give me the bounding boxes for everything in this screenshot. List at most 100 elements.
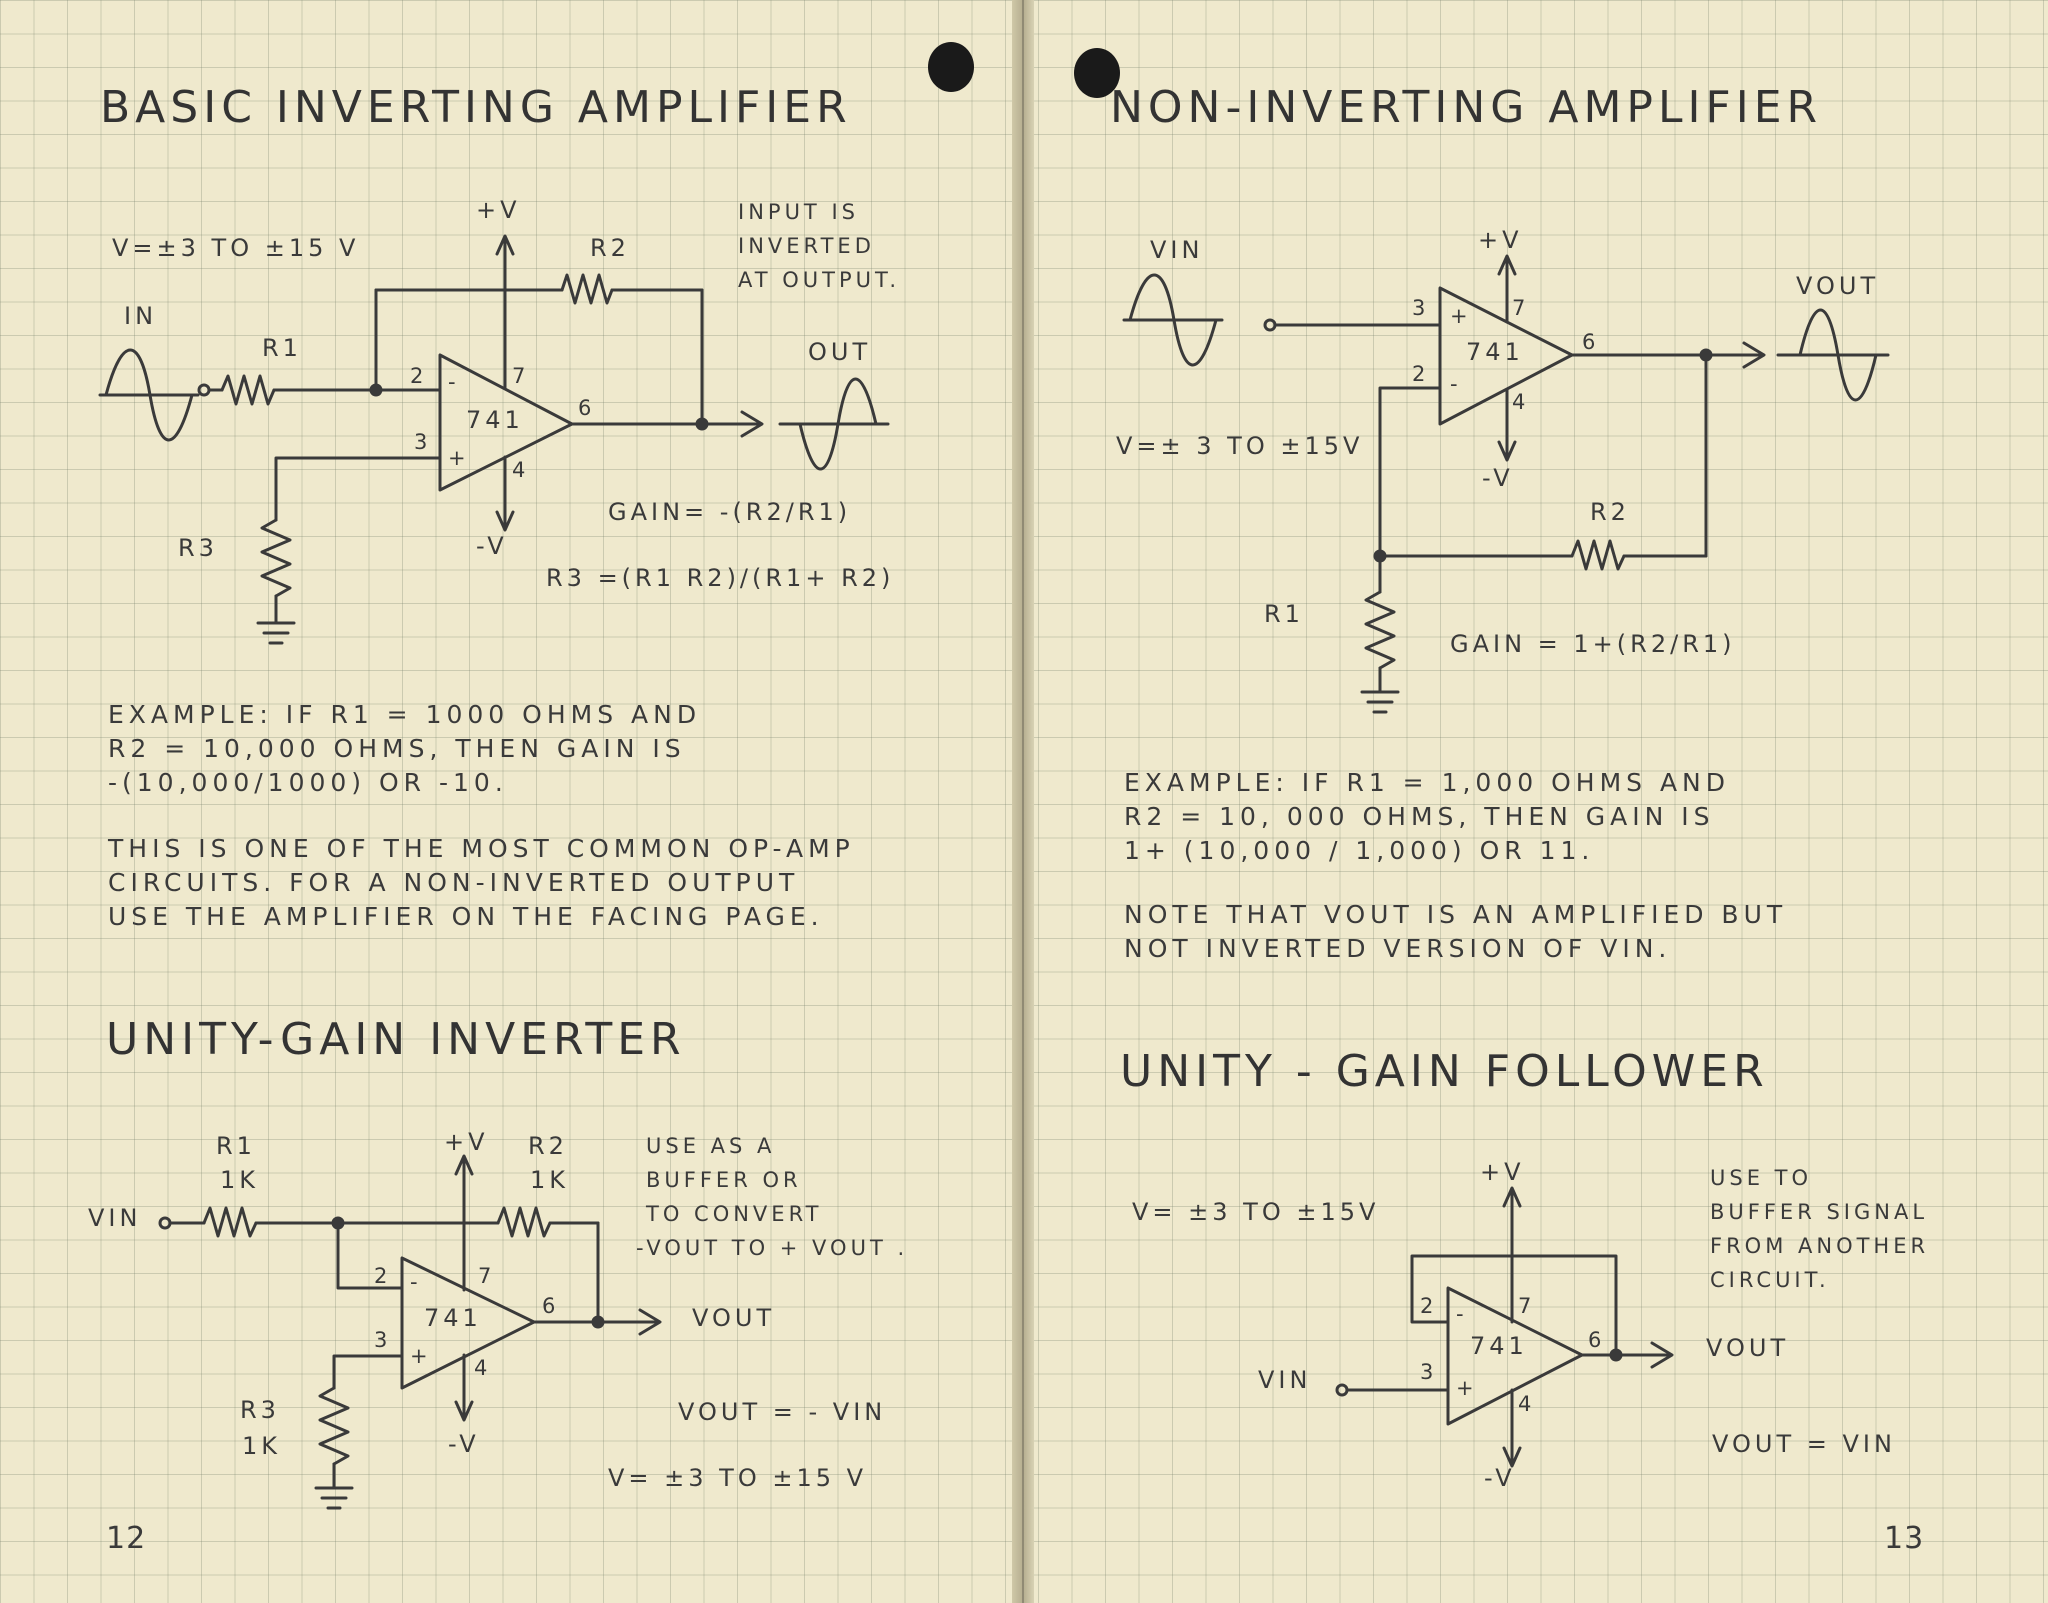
chip-741-label: 741 xyxy=(424,1304,482,1332)
pin-4-label: 4 xyxy=(1512,390,1530,414)
note-line-2: BUFFER SIGNAL xyxy=(1710,1200,1929,1224)
note-line-4: CIRCUIT. xyxy=(1710,1268,1830,1292)
note-line-1: USE AS A xyxy=(646,1134,776,1158)
r3-value: 1K xyxy=(242,1432,282,1460)
page-number-left: 12 xyxy=(106,1521,147,1556)
r2-value: 1K xyxy=(530,1166,570,1194)
page-title-non-inverting: NON-INVERTING AMPLIFIER xyxy=(1110,82,1823,133)
r1-label: R1 xyxy=(262,334,302,362)
common-line-1: THIS IS ONE OF THE MOST COMMON OP-AMP xyxy=(108,834,855,863)
pin-6-label: 6 xyxy=(578,396,596,420)
inverting-input-sign: - xyxy=(410,1270,422,1294)
non-inverting-input-sign: + xyxy=(410,1344,432,1368)
inverting-input-sign: - xyxy=(1456,1302,1468,1326)
vout-formula: VOUT = - VIN xyxy=(678,1398,887,1426)
supply-voltage-label: V= ±3 TO ±15V xyxy=(1132,1198,1380,1226)
unity-gain-follower-schematic xyxy=(1335,1186,1674,1468)
note-line-3: TO CONVERT xyxy=(646,1202,823,1226)
pin-3-label: 3 xyxy=(414,430,432,454)
binder-hole-right xyxy=(1074,48,1120,98)
pin-3-label: 3 xyxy=(1420,1360,1438,1384)
gain-formula: GAIN= -(R2/R1) xyxy=(608,498,852,526)
gain-formula: GAIN = 1+(R2/R1) xyxy=(1450,630,1736,658)
vout-label: VOUT xyxy=(1706,1334,1790,1362)
binder-hole-left xyxy=(928,42,974,92)
op-amp-741 xyxy=(400,1256,536,1390)
pin-6-label: 6 xyxy=(1588,1328,1606,1352)
pin-7-label: 7 xyxy=(1518,1294,1536,1318)
vin-label: VIN xyxy=(1258,1366,1312,1394)
output-sine-wave xyxy=(798,377,878,471)
supply-voltage-label: V= ±3 TO ±15 V xyxy=(608,1464,868,1492)
plus-v-label: +V xyxy=(476,196,521,224)
out-label: OUT xyxy=(808,338,872,366)
note-line-3: FROM ANOTHER xyxy=(1710,1234,1930,1258)
resistor-r1 xyxy=(1364,590,1396,670)
note-line-1: INPUT IS xyxy=(738,200,859,224)
vin-label: VIN xyxy=(88,1204,142,1232)
pin-2-label: 2 xyxy=(1412,362,1430,386)
op-amp-741 xyxy=(1446,1286,1584,1426)
r1-label: R1 xyxy=(216,1132,256,1160)
binding-gutter xyxy=(1012,0,1034,1603)
unity-gain-inverter-schematic xyxy=(158,1154,662,1510)
r3-formula: R3 =(R1 R2)/(R1+ R2) xyxy=(546,564,895,592)
pin-2-label: 2 xyxy=(410,364,428,388)
resistor-r3-1k xyxy=(318,1386,350,1466)
r2-label: R2 xyxy=(1590,498,1630,526)
pin-6-label: 6 xyxy=(542,1294,560,1318)
non-inverting-input-sign: + xyxy=(1450,304,1472,328)
pin-3-label: 3 xyxy=(1412,296,1430,320)
supply-voltage-label: V=± 3 TO ±15V xyxy=(1116,432,1364,460)
common-line-2: CIRCUITS. FOR A NON-INVERTED OUTPUT xyxy=(108,868,800,897)
r3-label: R3 xyxy=(178,534,218,562)
resistor-r1-1k xyxy=(202,1206,258,1238)
r2-label: R2 xyxy=(590,234,630,262)
example-line-1: EXAMPLE: IF R1 = 1,000 OHMS AND xyxy=(1124,768,1731,797)
chip-741-label: 741 xyxy=(1466,338,1524,366)
inverting-input-sign: - xyxy=(448,370,460,394)
note-line-2: NOT INVERTED VERSION OF VIN. xyxy=(1124,934,1672,963)
page-number-right: 13 xyxy=(1884,1521,1925,1556)
example-line-3: 1+ (10,000 / 1,000) OR 11. xyxy=(1124,836,1595,865)
resistor-r2 xyxy=(1570,539,1626,571)
example-line-1: EXAMPLE: IF R1 = 1000 OHMS AND xyxy=(108,700,702,729)
left-page xyxy=(0,0,1018,1603)
minus-v-label: -V xyxy=(1484,1464,1516,1492)
pin-3-label: 3 xyxy=(374,1328,392,1352)
inverting-amplifier-schematic xyxy=(98,234,890,645)
right-page xyxy=(1026,0,2048,1603)
note-line-4: -VOUT TO + VOUT . xyxy=(636,1236,909,1260)
note-line-1: NOTE THAT VOUT IS AN AMPLIFIED BUT xyxy=(1124,900,1788,929)
resistor-r2 xyxy=(560,273,614,305)
pin-2-label: 2 xyxy=(374,1264,392,1288)
minus-v-label: -V xyxy=(448,1430,480,1458)
page-title-inverting: BASIC INVERTING AMPLIFIER xyxy=(100,82,852,133)
r1-value: 1K xyxy=(220,1166,260,1194)
note-line-2: INVERTED xyxy=(738,234,875,258)
resistor-r1 xyxy=(220,374,276,406)
in-label: IN xyxy=(124,302,158,330)
pin-4-label: 4 xyxy=(474,1356,492,1380)
resistor-r3 xyxy=(260,518,292,598)
plus-v-label: +V xyxy=(1478,226,1523,254)
pin-4-label: 4 xyxy=(512,458,530,482)
pin-7-label: 7 xyxy=(478,1264,496,1288)
section-title-unity-inverter: UNITY-GAIN INVERTER xyxy=(106,1014,686,1065)
pin-6-label: 6 xyxy=(1582,330,1600,354)
vout-formula: VOUT = VIN xyxy=(1712,1430,1896,1458)
common-line-3: USE THE AMPLIFIER ON THE FACING PAGE. xyxy=(108,902,824,931)
example-line-2: R2 = 10, 000 OHMS, THEN GAIN IS xyxy=(1124,802,1715,831)
r2-label: R2 xyxy=(528,1132,568,1160)
resistor-r2-1k xyxy=(496,1206,552,1238)
pin-7-label: 7 xyxy=(512,364,530,388)
chip-741-label: 741 xyxy=(1470,1332,1528,1360)
chip-741-label: 741 xyxy=(466,406,524,434)
non-inverting-amplifier-schematic xyxy=(1122,254,1890,714)
vin-label: VIN xyxy=(1150,236,1204,264)
vout-label: VOUT xyxy=(1796,272,1880,300)
inverting-input-sign: - xyxy=(1450,372,1462,396)
example-line-2: R2 = 10,000 OHMS, THEN GAIN IS xyxy=(108,734,686,763)
note-line-2: BUFFER OR xyxy=(646,1168,802,1192)
